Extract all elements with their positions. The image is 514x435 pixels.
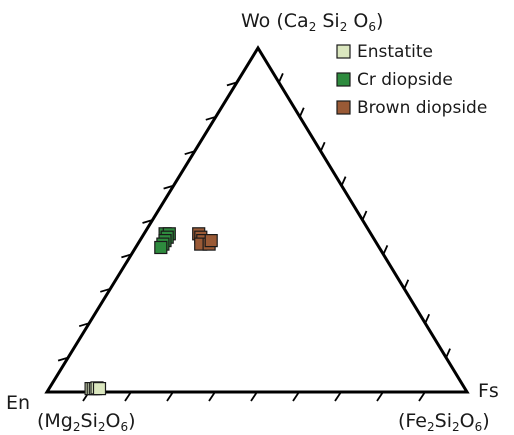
apex-name: Wo [241,10,270,32]
legend-swatch [336,100,351,115]
legend-label: Brown diopside [357,98,487,118]
data-point [154,240,168,255]
formula-text: Si [81,410,98,432]
corner-label-en: En [6,392,30,414]
formula-text: (Mg [37,410,73,432]
corner-formula-fs: (Fe2​Si2​O6​) [398,410,490,434]
series-brown-diopside [192,227,218,251]
formula-subscript: 2 [340,20,348,34]
series-cr-diopside [154,227,176,255]
data-point [92,382,107,396]
formula-text: O [106,410,121,432]
formula-subscript: 2 [452,420,460,434]
formula-text: (Fe [398,410,427,432]
formula-subscript: 2 [427,420,435,434]
legend-swatch [336,44,351,59]
formula-text: Si [435,410,452,432]
formula-subscript: 6 [120,420,128,434]
data-points [84,227,218,396]
formula-subscript: 6 [368,20,376,34]
formula-subscript: 2 [309,20,317,34]
formula-text: O [460,410,475,432]
formula-text: O [347,10,368,32]
ternary-triangle-frame [44,45,470,394]
corner-formula-en: (Mg2​Si2​O6​) [37,410,136,434]
formula-text: ) [482,410,489,432]
apex-label-wo: Wo (Ca2​ Si2​ O6​) [241,10,383,34]
series-enstatite [84,381,107,396]
tick-marks [57,73,451,402]
apex-formula: (Ca2​ Si2​ O6​) [270,10,383,34]
data-point [204,234,218,248]
formula-text: ) [128,410,135,432]
formula-text: Si [316,10,339,32]
legend-label: Cr diopside [357,70,453,90]
corner-label-fs: Fs [478,380,499,402]
formula-subscript: 6 [475,420,483,434]
legend-label: Enstatite [357,42,433,62]
formula-text: ) [376,10,383,32]
legend-swatch [336,72,351,87]
formula-subscript: 2 [98,420,106,434]
formula-subscript: 2 [73,420,81,434]
formula-text: (Ca [276,10,308,32]
